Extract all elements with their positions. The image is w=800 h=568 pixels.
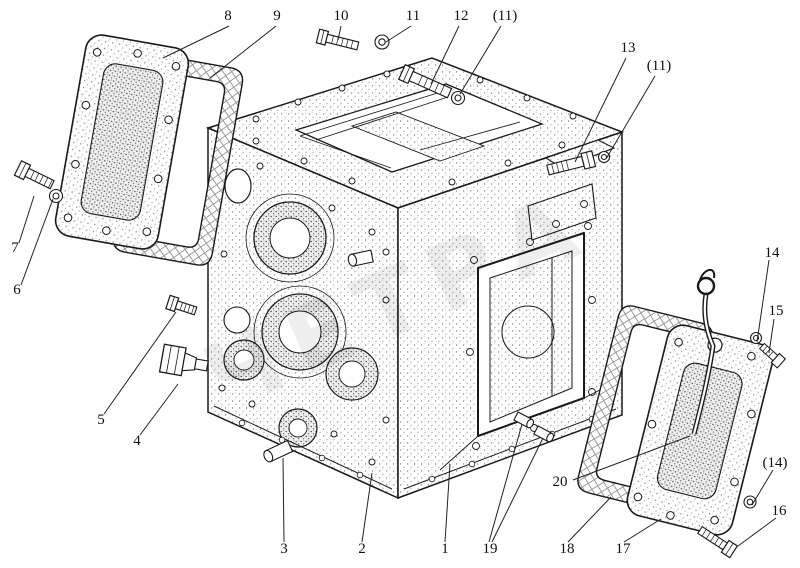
bearing-bores — [223, 168, 379, 448]
callout-10: 10 — [334, 8, 349, 24]
leader-20 — [572, 435, 691, 481]
callout-13: 13 — [621, 40, 636, 56]
callout-labels: 8 9 10 11 12 (11) 13 (11) 7 6 5 4 3 2 1 … — [11, 8, 787, 557]
dowel-pin-3 — [263, 439, 294, 463]
callout-15: 15 — [769, 303, 784, 319]
callout-20: 20 — [553, 474, 568, 490]
leader-11b — [459, 25, 502, 95]
leader-14a — [756, 259, 770, 343]
leader-12 — [430, 25, 460, 85]
leader-14b — [751, 469, 774, 506]
leader-18 — [567, 496, 612, 543]
leader-13 — [574, 57, 627, 163]
callout-5: 5 — [97, 412, 105, 428]
dipstick — [691, 269, 716, 435]
callout-2: 2 — [358, 541, 366, 557]
callout-6: 6 — [13, 282, 21, 298]
housing-top-opening — [294, 83, 544, 173]
callout-18: 18 — [560, 541, 575, 557]
washer-11-c — [597, 150, 611, 164]
dipstick-hook — [699, 269, 716, 281]
callout-14-b: (14) — [763, 455, 788, 471]
dipstick-handle-ring — [696, 276, 716, 296]
leader-1 — [444, 463, 451, 543]
callout-4: 4 — [133, 433, 141, 449]
callout-3: 3 — [280, 541, 288, 557]
callout-11-c: (11) — [647, 58, 671, 74]
bolt-5 — [165, 294, 198, 316]
cover-screw-holes — [63, 48, 181, 236]
callout-19: 19 — [483, 541, 498, 557]
top-rim-bolt-holes — [252, 70, 577, 186]
side-window-bolt-holes — [466, 222, 596, 450]
washer-14 — [749, 331, 763, 345]
side-cover-screw-holes — [633, 337, 756, 525]
gearbox-housing — [205, 57, 625, 500]
callout-7: 7 — [11, 240, 19, 256]
washer-14-b — [743, 495, 757, 509]
leader-9 — [209, 25, 277, 79]
bolt-7 — [13, 160, 55, 190]
mounting-pad — [527, 183, 597, 241]
dowel-pins-19 — [513, 411, 555, 443]
top-cover-plate — [54, 34, 190, 250]
leader-10 — [337, 25, 342, 41]
leader-3 — [282, 457, 285, 543]
bolt-10 — [315, 28, 360, 51]
leader-11c — [605, 75, 656, 160]
leader-8 — [162, 25, 230, 59]
callout-16: 16 — [772, 503, 788, 519]
callout-17: 17 — [616, 541, 632, 557]
leader-11a — [385, 25, 412, 43]
callout-14: 14 — [765, 245, 781, 261]
drain-plug-4 — [158, 343, 209, 377]
leader-lines — [18, 25, 777, 547]
side-window-opening — [477, 232, 585, 437]
callout-8: 8 — [224, 8, 232, 24]
callout-11: 11 — [406, 8, 420, 24]
callout-11-b: (11) — [493, 8, 517, 24]
leader-7 — [18, 195, 35, 244]
leader-4 — [139, 383, 179, 436]
bolt-16 — [697, 525, 739, 559]
bolt-12 — [397, 63, 453, 99]
washer-6 — [48, 188, 64, 204]
leader-19b — [491, 437, 544, 543]
callout-12: 12 — [454, 8, 469, 24]
leader-2 — [361, 472, 373, 543]
callout-9: 9 — [273, 8, 281, 24]
washer-11 — [374, 34, 390, 50]
side-cover-plate — [626, 324, 774, 536]
leader-17 — [623, 518, 662, 543]
leader-6 — [20, 198, 54, 286]
leader-19a — [488, 423, 523, 543]
leader-15 — [768, 318, 775, 354]
shaft-stub-front — [347, 249, 374, 267]
leader-5 — [103, 311, 177, 415]
internal-rib — [350, 111, 486, 162]
leader-16 — [737, 517, 777, 547]
callout-1: 1 — [441, 541, 449, 557]
washer-11-b — [450, 90, 466, 106]
bolt-13 — [546, 150, 597, 176]
